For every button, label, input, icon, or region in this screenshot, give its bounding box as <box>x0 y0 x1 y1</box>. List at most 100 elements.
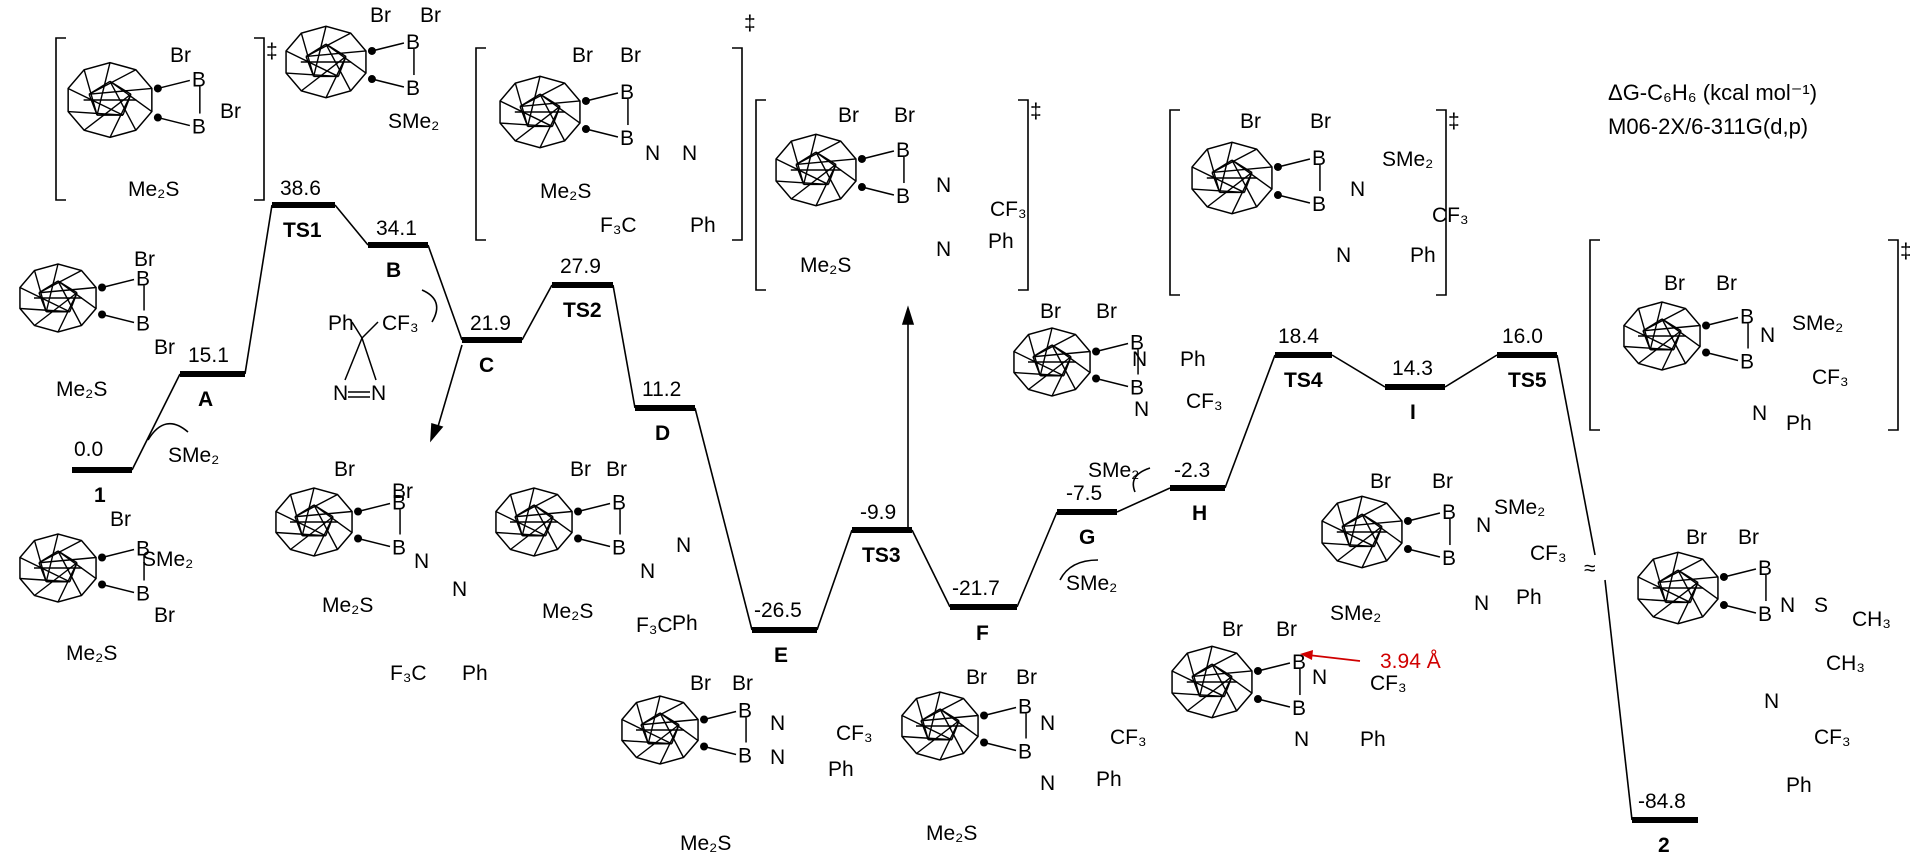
svg-text:Br: Br <box>370 4 391 27</box>
svg-text:N: N <box>1040 772 1055 795</box>
svg-text:Br: Br <box>1432 470 1453 493</box>
cage-a <box>19 263 107 333</box>
energy-label-I: 14.3 <box>1392 357 1433 380</box>
species-label-E: E <box>774 644 788 667</box>
cage-e <box>621 695 709 765</box>
svg-text:‡: ‡ <box>1448 110 1460 133</box>
svg-text:Me₂S: Me₂S <box>542 600 593 623</box>
svg-text:SMe₂: SMe₂ <box>142 548 193 571</box>
svg-text:B: B <box>738 699 752 722</box>
svg-text:Br: Br <box>1222 618 1243 641</box>
cage-1 <box>19 533 107 603</box>
reagent-sme2-F: SMe₂ <box>1066 572 1117 595</box>
energy-label-TS2: 27.9 <box>560 255 601 278</box>
species-label-TS3: TS3 <box>862 544 901 567</box>
svg-text:Br: Br <box>1664 272 1685 295</box>
species-label-TS5: TS5 <box>1508 369 1547 392</box>
svg-text:Br: Br <box>134 248 155 271</box>
energy-label-D: 11.2 <box>642 378 681 401</box>
species-label-G: G <box>1079 526 1095 549</box>
svg-text:‡: ‡ <box>744 12 756 35</box>
svg-text:Me₂S: Me₂S <box>540 180 591 203</box>
svg-text:N: N <box>770 746 785 769</box>
species-label-TS4: TS4 <box>1284 369 1323 392</box>
svg-text:Br: Br <box>572 44 593 67</box>
cage-h <box>1171 645 1262 719</box>
svg-text:CF₃: CF₃ <box>382 312 419 335</box>
svg-text:B: B <box>612 491 626 514</box>
svg-text:CH₃: CH₃ <box>1826 652 1865 675</box>
energy-label-TS4: 18.4 <box>1278 325 1319 348</box>
svg-text:Br: Br <box>170 44 191 67</box>
svg-text:Ph: Ph <box>672 612 698 635</box>
species-label-1: 1 <box>94 484 106 507</box>
ts-dagger-symbols: ‡ ‡ ‡ ‡ ‡ <box>266 12 1910 263</box>
cage-ts2 <box>499 75 590 149</box>
svg-text:Br: Br <box>420 4 441 27</box>
species-label-I: I <box>1410 401 1416 424</box>
svg-text:F₃C: F₃C <box>600 214 637 237</box>
svg-text:Br: Br <box>606 458 627 481</box>
svg-text:B: B <box>620 81 634 104</box>
svg-text:Me₂S: Me₂S <box>128 178 179 201</box>
svg-text:B: B <box>1130 331 1144 354</box>
svg-text:F₃C: F₃C <box>390 662 427 685</box>
cage-ts3 <box>775 133 866 207</box>
svg-text:Br: Br <box>110 508 131 531</box>
svg-text:S: S <box>1814 594 1828 617</box>
cage-i <box>1321 495 1412 569</box>
cage-2 <box>1637 551 1728 625</box>
svg-text:N: N <box>1294 728 1309 751</box>
svg-text:N: N <box>371 382 386 405</box>
svg-text:SMe₂: SMe₂ <box>1494 496 1545 519</box>
svg-text:‡: ‡ <box>266 40 278 63</box>
cage-ts1 <box>67 61 162 139</box>
svg-text:N: N <box>682 142 697 165</box>
svg-text:‡: ‡ <box>1030 100 1042 123</box>
species-label-C: C <box>479 354 494 377</box>
svg-text:Br: Br <box>1096 300 1117 323</box>
energy-label-TS1: 38.6 <box>280 177 321 200</box>
svg-text:Br: Br <box>154 604 175 627</box>
svg-text:Br: Br <box>1276 618 1297 641</box>
svg-text:N: N <box>936 174 951 197</box>
svg-text:CF₃: CF₃ <box>1432 204 1469 227</box>
svg-text:B: B <box>136 537 150 560</box>
energy-label-A: 15.1 <box>188 344 229 367</box>
cage-b <box>285 25 376 99</box>
energy-label-C: 21.9 <box>470 312 511 335</box>
svg-text:N: N <box>1780 594 1795 617</box>
svg-text:N: N <box>414 550 429 573</box>
svg-text:N: N <box>1336 244 1351 267</box>
svg-text:N: N <box>1134 398 1149 421</box>
svg-text:Br: Br <box>1310 110 1331 133</box>
svg-text:N: N <box>770 712 785 735</box>
species-label-H: H <box>1192 502 1207 525</box>
svg-text:B: B <box>392 491 406 514</box>
species-label-TS1: TS1 <box>283 219 322 242</box>
svg-text:Ph: Ph <box>328 312 354 335</box>
svg-text:CH₃: CH₃ <box>1852 608 1891 631</box>
svg-text:Ph: Ph <box>1410 244 1436 267</box>
svg-text:CF₃: CF₃ <box>990 198 1027 221</box>
cage-d <box>495 487 583 557</box>
svg-text:Ph: Ph <box>828 758 854 781</box>
energy-label-TS3: -9.9 <box>860 501 896 524</box>
reagent-sme2-loss-A: SMe₂ <box>168 444 219 467</box>
method-label-line1: ΔG-C₆H₆ (kcal mol⁻¹) <box>1608 80 1817 105</box>
ts-brackets <box>55 37 1899 431</box>
species-label-TS2: TS2 <box>563 299 602 322</box>
svg-text:Br: Br <box>1738 526 1759 549</box>
svg-text:B: B <box>1758 603 1772 626</box>
svg-text:Ph: Ph <box>1516 586 1542 609</box>
svg-text:SMe₂: SMe₂ <box>388 110 439 133</box>
